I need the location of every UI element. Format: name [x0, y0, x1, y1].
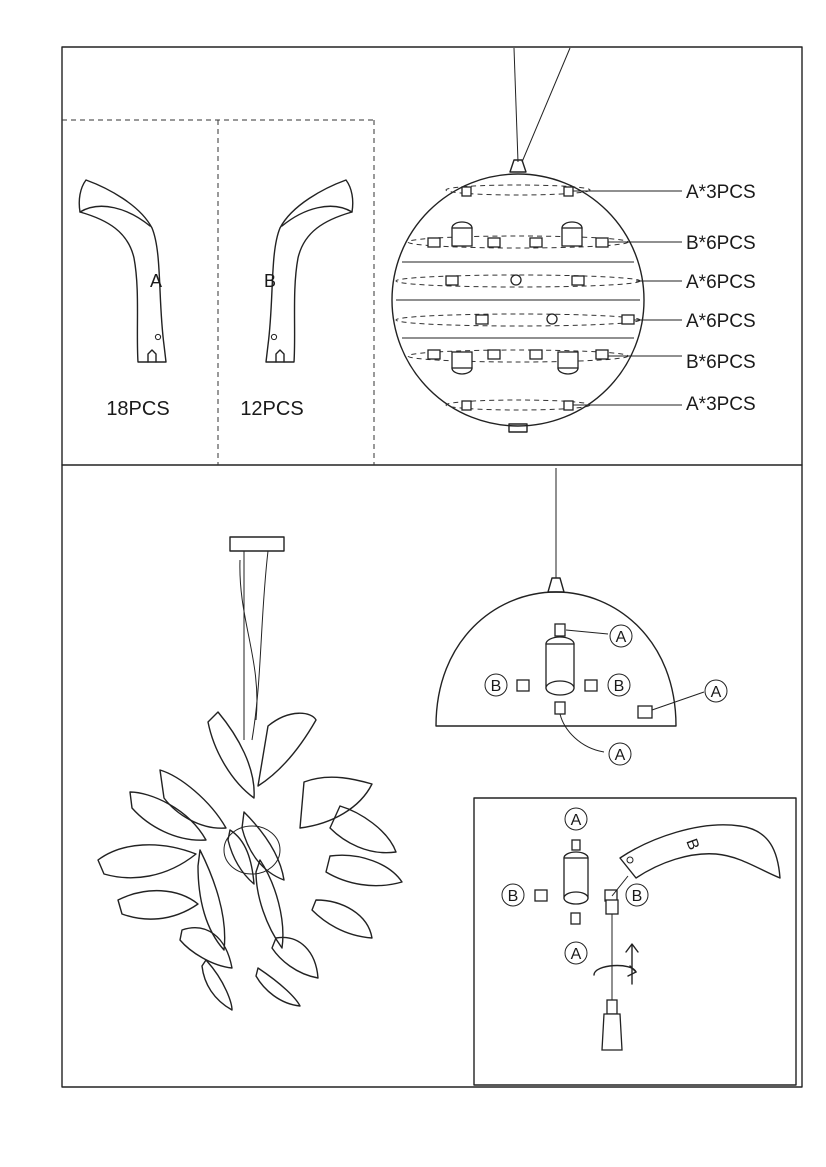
- sphere-row-label-3: A*6PCS: [686, 272, 756, 293]
- detail-callout-left: B: [508, 888, 519, 905]
- sphere-row-label-6: A*3PCS: [686, 394, 756, 415]
- leaf-a-drawing: [78, 179, 167, 363]
- sphere-row-label-2: B*6PCS: [686, 233, 756, 254]
- dome-callout-bottom: A: [615, 747, 626, 764]
- page-frame: [61, 46, 803, 1088]
- dome-callout-right: B: [614, 678, 625, 695]
- leaf-b-count: 12PCS: [240, 398, 303, 420]
- detail-blade-letter: B: [682, 837, 702, 853]
- sphere-diagram: [391, 47, 682, 433]
- dome-callout-top: A: [616, 629, 627, 646]
- sphere-row-label-4: A*6PCS: [686, 311, 756, 332]
- dome-diagram: [435, 468, 728, 766]
- detail-box: [473, 797, 797, 1086]
- detail-callout-bottom: A: [571, 946, 582, 963]
- detail-callout-right: B: [632, 888, 643, 905]
- dome-callout-left: B: [491, 678, 502, 695]
- assembled-chandelier-drawing: [97, 536, 403, 1011]
- sphere-row-label-5: B*6PCS: [686, 352, 756, 373]
- leaf-b-letter: B: [264, 271, 276, 291]
- leaf-b-drawing: [265, 179, 354, 363]
- sphere-row-label-1: A*3PCS: [686, 182, 756, 203]
- detail-callout-top: A: [571, 812, 582, 829]
- dome-callout-side: A: [711, 684, 722, 701]
- leaf-a-count: 18PCS: [106, 398, 169, 420]
- parts-box: [62, 119, 375, 465]
- leaf-a-letter: A: [150, 271, 162, 291]
